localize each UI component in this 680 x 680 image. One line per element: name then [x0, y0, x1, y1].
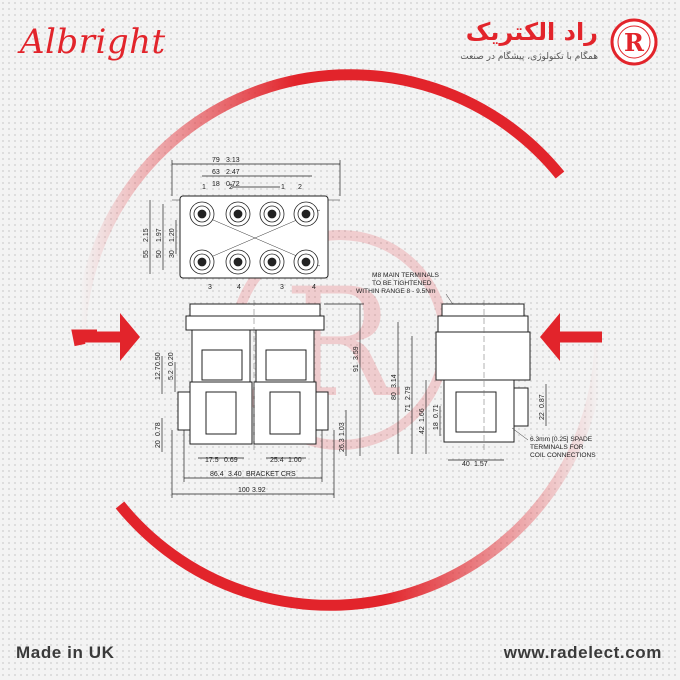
svg-text:0.72: 0.72 [226, 181, 240, 188]
svg-text:22: 22 [539, 412, 546, 420]
svg-text:1.00: 1.00 [288, 457, 302, 464]
svg-text:55: 55 [143, 250, 150, 258]
made-in-label: Made in UK [16, 643, 115, 662]
svg-text:TO BE TIGHTENED: TO BE TIGHTENED [372, 280, 432, 287]
dim-79-in: 3.13 [226, 157, 240, 164]
svg-text:2.47: 2.47 [226, 169, 240, 176]
top-view: 79 3.13 63 2.47 18 0.72 55 2.15 50 1.97 … [143, 157, 341, 291]
svg-text:18: 18 [212, 181, 220, 188]
svg-text:1: 1 [281, 184, 285, 191]
rad-logo-icon: R [610, 18, 658, 66]
svg-text:3: 3 [208, 284, 212, 291]
svg-text:4: 4 [312, 284, 316, 291]
svg-text:20: 20 [155, 440, 162, 448]
terminal-stud [301, 257, 311, 267]
rad-electric-logo: راد الکتریک همگام با تکنولوژی، پیشگام در… [402, 14, 662, 74]
svg-text:71: 71 [405, 404, 412, 412]
svg-text:1.57: 1.57 [474, 461, 488, 468]
svg-text:TERMINALS FOR: TERMINALS FOR [530, 444, 584, 451]
svg-text:3.59: 3.59 [353, 346, 360, 360]
svg-text:3.92: 3.92 [252, 487, 266, 494]
svg-text:1.20: 1.20 [169, 228, 176, 242]
svg-text:0.78: 0.78 [155, 422, 162, 436]
svg-text:12.7: 12.7 [155, 366, 162, 380]
terminal-stud [301, 209, 311, 219]
svg-text:3.40: 3.40 [228, 471, 242, 478]
svg-text:50: 50 [156, 250, 163, 258]
svg-text:1: 1 [202, 184, 206, 191]
front-view: 12.7 0.50 5.2 0.20 20 0.78 17.5 0.69 25.… [155, 300, 364, 498]
svg-text:0.20: 0.20 [168, 352, 175, 366]
logo-letter: R [624, 28, 645, 57]
svg-text:18: 18 [433, 422, 440, 430]
svg-text:2.15: 2.15 [143, 228, 150, 242]
svg-text:BRACKET CRS: BRACKET CRS [246, 471, 296, 478]
svg-text:30: 30 [169, 250, 176, 258]
terminal-stud [233, 257, 243, 267]
svg-text:0.50: 0.50 [155, 352, 162, 366]
svg-text:WITHIN RANGE 8 - 9.5Nm: WITHIN RANGE 8 - 9.5Nm [356, 288, 436, 295]
terminal-stud [197, 257, 207, 267]
terminal-stud [267, 257, 277, 267]
dim-79: 79 [212, 157, 220, 164]
svg-text:M8 MAIN TERMINALS: M8 MAIN TERMINALS [372, 272, 440, 279]
website-link[interactable]: www.radelect.com [503, 643, 662, 662]
arrow-head-left [120, 313, 140, 361]
side-view: M8 MAIN TERMINALS TO BE TIGHTENED WITHIN… [356, 272, 596, 468]
svg-text:0.69: 0.69 [224, 457, 238, 464]
svg-text:1.97: 1.97 [156, 228, 163, 242]
arrow-arc-top [74, 69, 565, 346]
svg-text:17.5: 17.5 [205, 457, 219, 464]
terminal-stud [197, 209, 207, 219]
svg-text:63: 63 [212, 169, 220, 176]
svg-text:91: 91 [353, 364, 360, 372]
svg-text:2: 2 [298, 184, 302, 191]
albright-brand: Albright [20, 22, 166, 62]
svg-text:COIL CONNECTIONS: COIL CONNECTIONS [530, 452, 596, 459]
svg-text:0.71: 0.71 [433, 404, 440, 418]
arrow-arc-bottom [115, 334, 606, 611]
svg-text:25.4: 25.4 [270, 457, 284, 464]
svg-text:2.79: 2.79 [405, 386, 412, 400]
terminal-stud [267, 209, 277, 219]
svg-text:4: 4 [237, 284, 241, 291]
svg-text:26.3: 26.3 [339, 438, 346, 452]
svg-text:5.2: 5.2 [168, 370, 175, 380]
svg-text:3.14: 3.14 [391, 374, 398, 388]
svg-text:42: 42 [419, 426, 426, 434]
svg-text:0.87: 0.87 [539, 394, 546, 408]
svg-text:40: 40 [462, 461, 470, 468]
svg-text:100: 100 [238, 487, 250, 494]
svg-text:86.4: 86.4 [210, 471, 224, 478]
svg-text:2: 2 [229, 184, 233, 191]
svg-text:1.66: 1.66 [419, 408, 426, 422]
arrow-head-right [540, 313, 560, 361]
logo-title: راد الکتریک [465, 18, 598, 46]
svg-text:80: 80 [391, 392, 398, 400]
logo-tagline: همگام با تکنولوژی، پیشگام در صنعت [460, 52, 598, 62]
svg-text:1.03: 1.03 [339, 422, 346, 436]
svg-text:6.3mm [0.25] SPADE: 6.3mm [0.25] SPADE [530, 436, 593, 443]
svg-text:3: 3 [280, 284, 284, 291]
terminal-stud [233, 209, 243, 219]
